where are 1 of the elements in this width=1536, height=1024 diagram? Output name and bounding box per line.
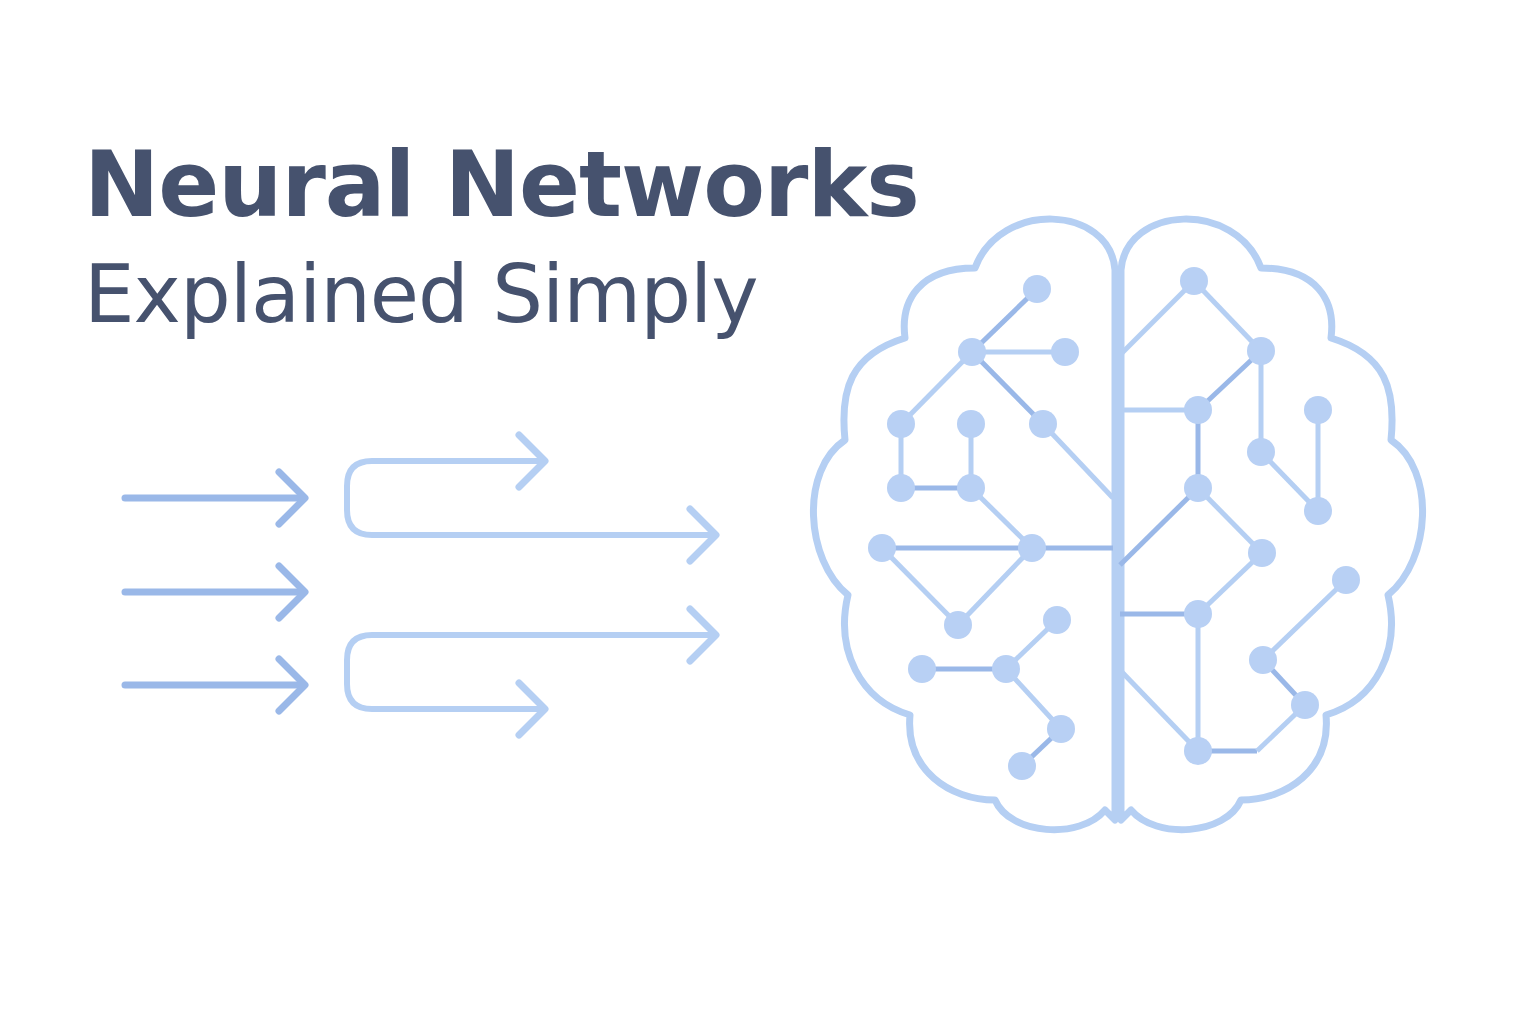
title: Neural Networks bbox=[84, 140, 919, 230]
